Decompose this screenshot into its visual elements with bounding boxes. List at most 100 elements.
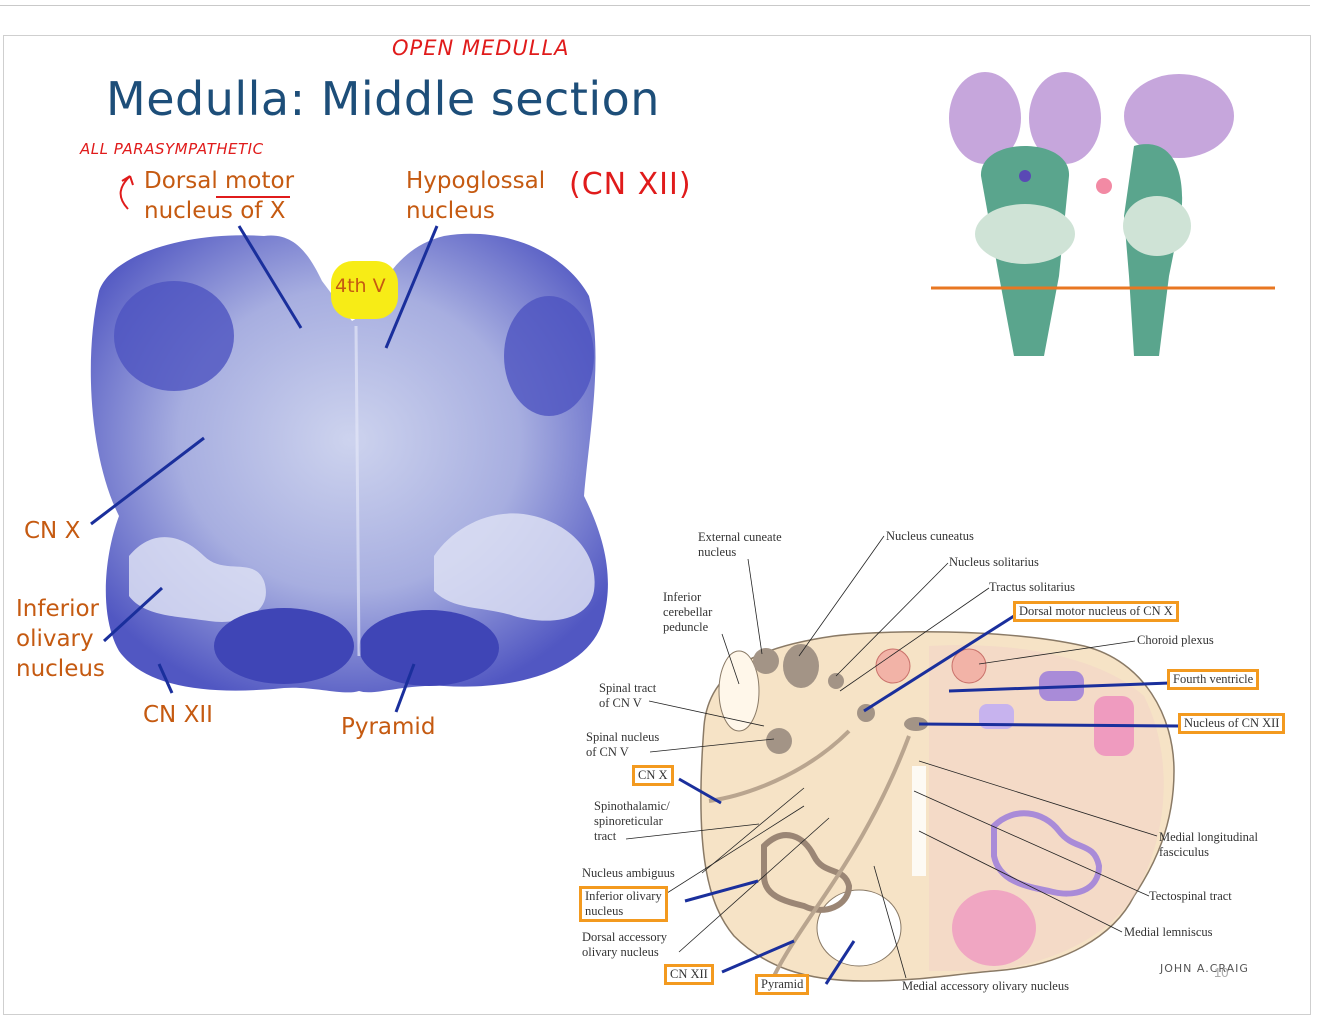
label-inferior-cerebellar-line2: cerebellar <box>663 605 713 619</box>
leader-spinothalamic <box>625 823 760 840</box>
left-pyramid <box>214 608 354 684</box>
pointer-cn-x <box>90 436 205 526</box>
spinal-nucleus-cn-v <box>766 728 792 754</box>
label-nucleus-solitarius: Nucleus solitarius <box>949 555 1039 569</box>
leader-dorsal-accessory <box>678 817 830 953</box>
dorsal-motor-label-line1: Dorsal motor <box>144 168 295 194</box>
inferior-olivary-right <box>991 810 1103 897</box>
schematic-leader-lines <box>625 535 1158 979</box>
brainstem-inset <box>931 72 1275 356</box>
pointer-fourth-ventricle <box>948 681 1171 693</box>
label-dorsal-accessory-line2: olivary nucleus <box>582 945 659 959</box>
pons-lateral <box>1123 196 1191 256</box>
external-cuneate-nucleus <box>753 648 779 674</box>
label-dorsal-accessory-line1: Dorsal accessory <box>582 930 668 944</box>
nucleus-solitarius <box>828 673 844 689</box>
schematic-pointers <box>678 614 1181 985</box>
nucleus-cuneatus <box>783 644 819 688</box>
pyramid-right <box>952 890 1036 966</box>
label-nucleus-ambiguus: Nucleus ambiguus <box>582 866 675 880</box>
pointer-pyramid <box>394 663 416 713</box>
label-spinal-tract-line2: of CN V <box>599 696 642 710</box>
chiasm-dot <box>1019 170 1031 182</box>
inferior-olivary-label-line3: nucleus <box>16 656 105 682</box>
label-external-cuneate-line2: nucleus <box>698 545 737 559</box>
histology-pointers <box>90 225 439 713</box>
hypoglossal-label-line1: Hypoglossal <box>406 168 546 194</box>
label-choroid-plexus: Choroid plexus <box>1137 633 1214 647</box>
label-spinothalamic-line3: tract <box>594 829 617 843</box>
left-olivary-ribbon <box>129 537 266 622</box>
choroid-plexus-right <box>951 648 987 684</box>
leader-nucleus-solitarius <box>835 562 949 677</box>
nucleus-cn-xii <box>904 717 928 731</box>
label-inferior-olivary-line2: nucleus <box>585 904 624 918</box>
leader-medial-lemniscus <box>918 830 1123 933</box>
label-spinothalamic-line2: spinoreticular <box>594 814 663 828</box>
right-olivary-ribbon <box>434 513 595 621</box>
label-external-cuneate: External cuneate nucleus <box>698 530 782 560</box>
pointer-nucleus-cn-xii <box>918 722 1181 728</box>
label-tectospinal: Tectospinal tract <box>1149 889 1232 903</box>
inferior-olivary-label-line1: Inferior <box>16 596 99 622</box>
label-cn-xii: CN XII <box>664 964 714 985</box>
pyramid-left <box>816 889 902 967</box>
label-nucleus-cn-xii: Nucleus of CN XII <box>1178 713 1286 734</box>
inferior-olivary-label-line2: olivary <box>16 626 94 652</box>
label-medial-lemniscus: Medial lemniscus <box>1124 925 1213 939</box>
label-spinal-nucleus-line1: Spinal nucleus <box>586 730 660 744</box>
parasympathetic-annotation: ALL PARASYMPATHETIC <box>80 140 264 158</box>
leader-nucleus-cuneatus <box>798 535 885 657</box>
right-dorsal-dark <box>504 296 594 416</box>
label-inferior-olivary: Inferior olivary nucleus <box>579 886 668 922</box>
leader-nucleus-ambiguus <box>701 787 805 874</box>
medulla-schematic <box>625 535 1181 985</box>
left-dorsal-dark <box>114 281 234 391</box>
leader-spinal-tract <box>648 700 765 727</box>
leader-tectospinal <box>913 790 1150 897</box>
histology-section <box>90 175 608 713</box>
cn-xii-label: CN XII <box>143 702 213 728</box>
pituitary-dot <box>1096 178 1112 194</box>
label-external-cuneate-line1: External cuneate <box>698 530 782 544</box>
label-spinal-tract-line1: Spinal tract <box>599 681 657 695</box>
leader-tractus-solitarius <box>839 587 990 692</box>
cn-x-fibers <box>708 729 851 803</box>
label-pyramid: Pyramid <box>755 974 810 995</box>
midline <box>354 325 361 657</box>
leader-inferior-cerebellar <box>721 633 740 685</box>
label-dorsal-accessory: Dorsal accessory olivary nucleus <box>582 930 667 960</box>
page-number: 10 <box>1214 965 1229 980</box>
label-dorsal-motor-cn-x: Dorsal motor nucleus of CN X <box>1013 601 1179 622</box>
pointer-inferior-olivary <box>684 879 759 903</box>
window-top-edge <box>0 0 1310 6</box>
right-pyramid <box>359 610 499 686</box>
label-nucleus-cuneatus: Nucleus cuneatus <box>886 529 974 543</box>
dorsal-motor-label: Dorsal motor nucleus of X <box>144 166 294 226</box>
pons-anterior <box>975 204 1075 264</box>
label-medial-longitudinal-line2: fasciculus <box>1159 845 1209 859</box>
pointer-cn-xii <box>721 939 795 974</box>
label-inferior-cerebellar-line1: Inferior <box>663 590 702 604</box>
label-inferior-cerebellar: Inferior cerebellar peduncle <box>663 590 712 635</box>
fourth-ventricle-highlight <box>331 261 398 319</box>
pointer-dorsal-motor-cn-x <box>863 614 1015 713</box>
label-cn-x: CN X <box>632 765 674 786</box>
label-spinal-nucleus-line2: of CN V <box>586 745 629 759</box>
label-medial-longitudinal-line1: Medial longitudinal <box>1159 830 1258 844</box>
fourth-ventricle-label: 4th V <box>335 275 386 297</box>
hemisphere-side-view <box>1124 74 1234 158</box>
hypoglossal-label: Hypoglossal nucleus <box>406 166 545 226</box>
label-inferior-cerebellar-line3: peduncle <box>663 620 709 634</box>
pointer-cn-x <box>678 777 722 805</box>
pointer-cn-xii <box>157 663 174 694</box>
pointer-hypoglossal <box>384 225 439 349</box>
leader-spinal-nucleus <box>649 738 775 753</box>
slide-title: Medulla: Middle section <box>106 72 660 126</box>
label-tractus-solitarius: Tractus solitarius <box>989 580 1075 594</box>
right-purple-block-3 <box>979 704 1014 729</box>
leader-choroid-plexus <box>978 640 1136 665</box>
annotation-arrow <box>119 175 134 210</box>
cn-xii-annotation: (CN XII) <box>569 167 692 202</box>
label-medial-longitudinal: Medial longitudinal fasciculus <box>1159 830 1258 860</box>
